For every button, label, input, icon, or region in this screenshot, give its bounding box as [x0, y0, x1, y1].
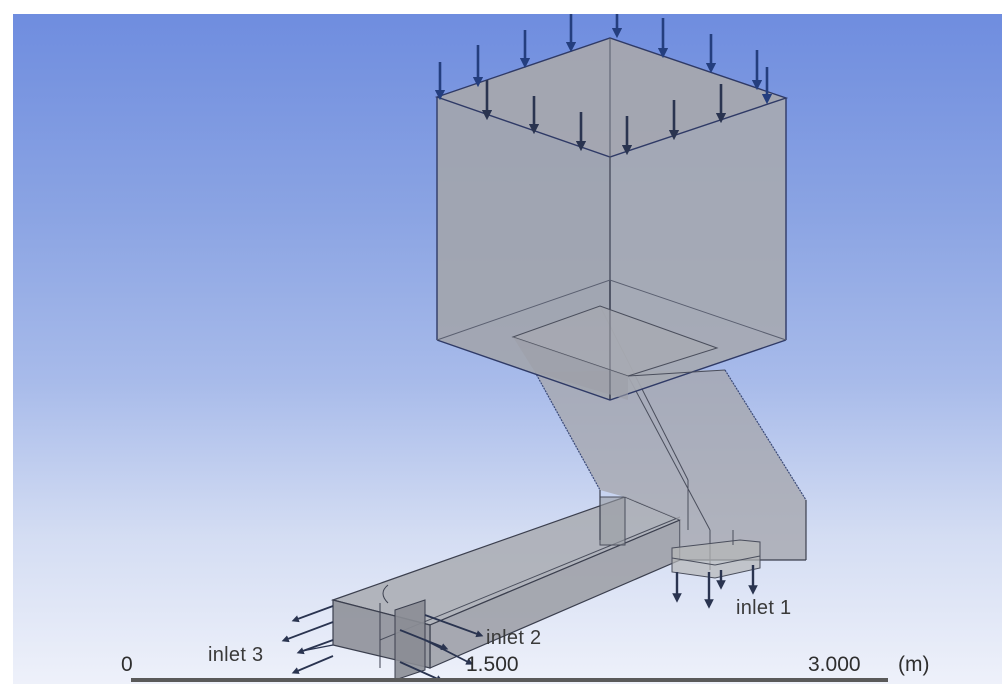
down-arrow-icon — [434, 14, 773, 105]
scale-unit: (m) — [898, 653, 930, 676]
inlet-1-arrows — [672, 565, 758, 609]
inlet-1-box — [671, 530, 761, 579]
inlet-3-arrows — [281, 605, 334, 674]
inlet-2-label: inlet 2 — [486, 627, 542, 649]
scale-tick-0: 0 — [121, 653, 133, 676]
main-box — [434, 37, 789, 401]
scale-tick-mid: 1.500 — [466, 653, 519, 676]
inlet-3-leader — [301, 644, 334, 652]
duct-geometry[interactable] — [13, 14, 1002, 684]
diagonal-duct — [534, 305, 807, 570]
inlet-3-label: inlet 3 — [208, 644, 264, 666]
horizontal-duct — [330, 496, 682, 681]
3d-viewport[interactable]: inlet 1 inlet 2 inlet 3 0 1.500 3.000 (m… — [13, 14, 1002, 684]
down-arrow-icon — [481, 80, 727, 156]
scale-tick-max: 3.000 — [808, 653, 861, 676]
scale-bar — [131, 678, 888, 682]
inlet-2-arrows — [399, 614, 484, 682]
inlet-1-label: inlet 1 — [736, 597, 792, 619]
